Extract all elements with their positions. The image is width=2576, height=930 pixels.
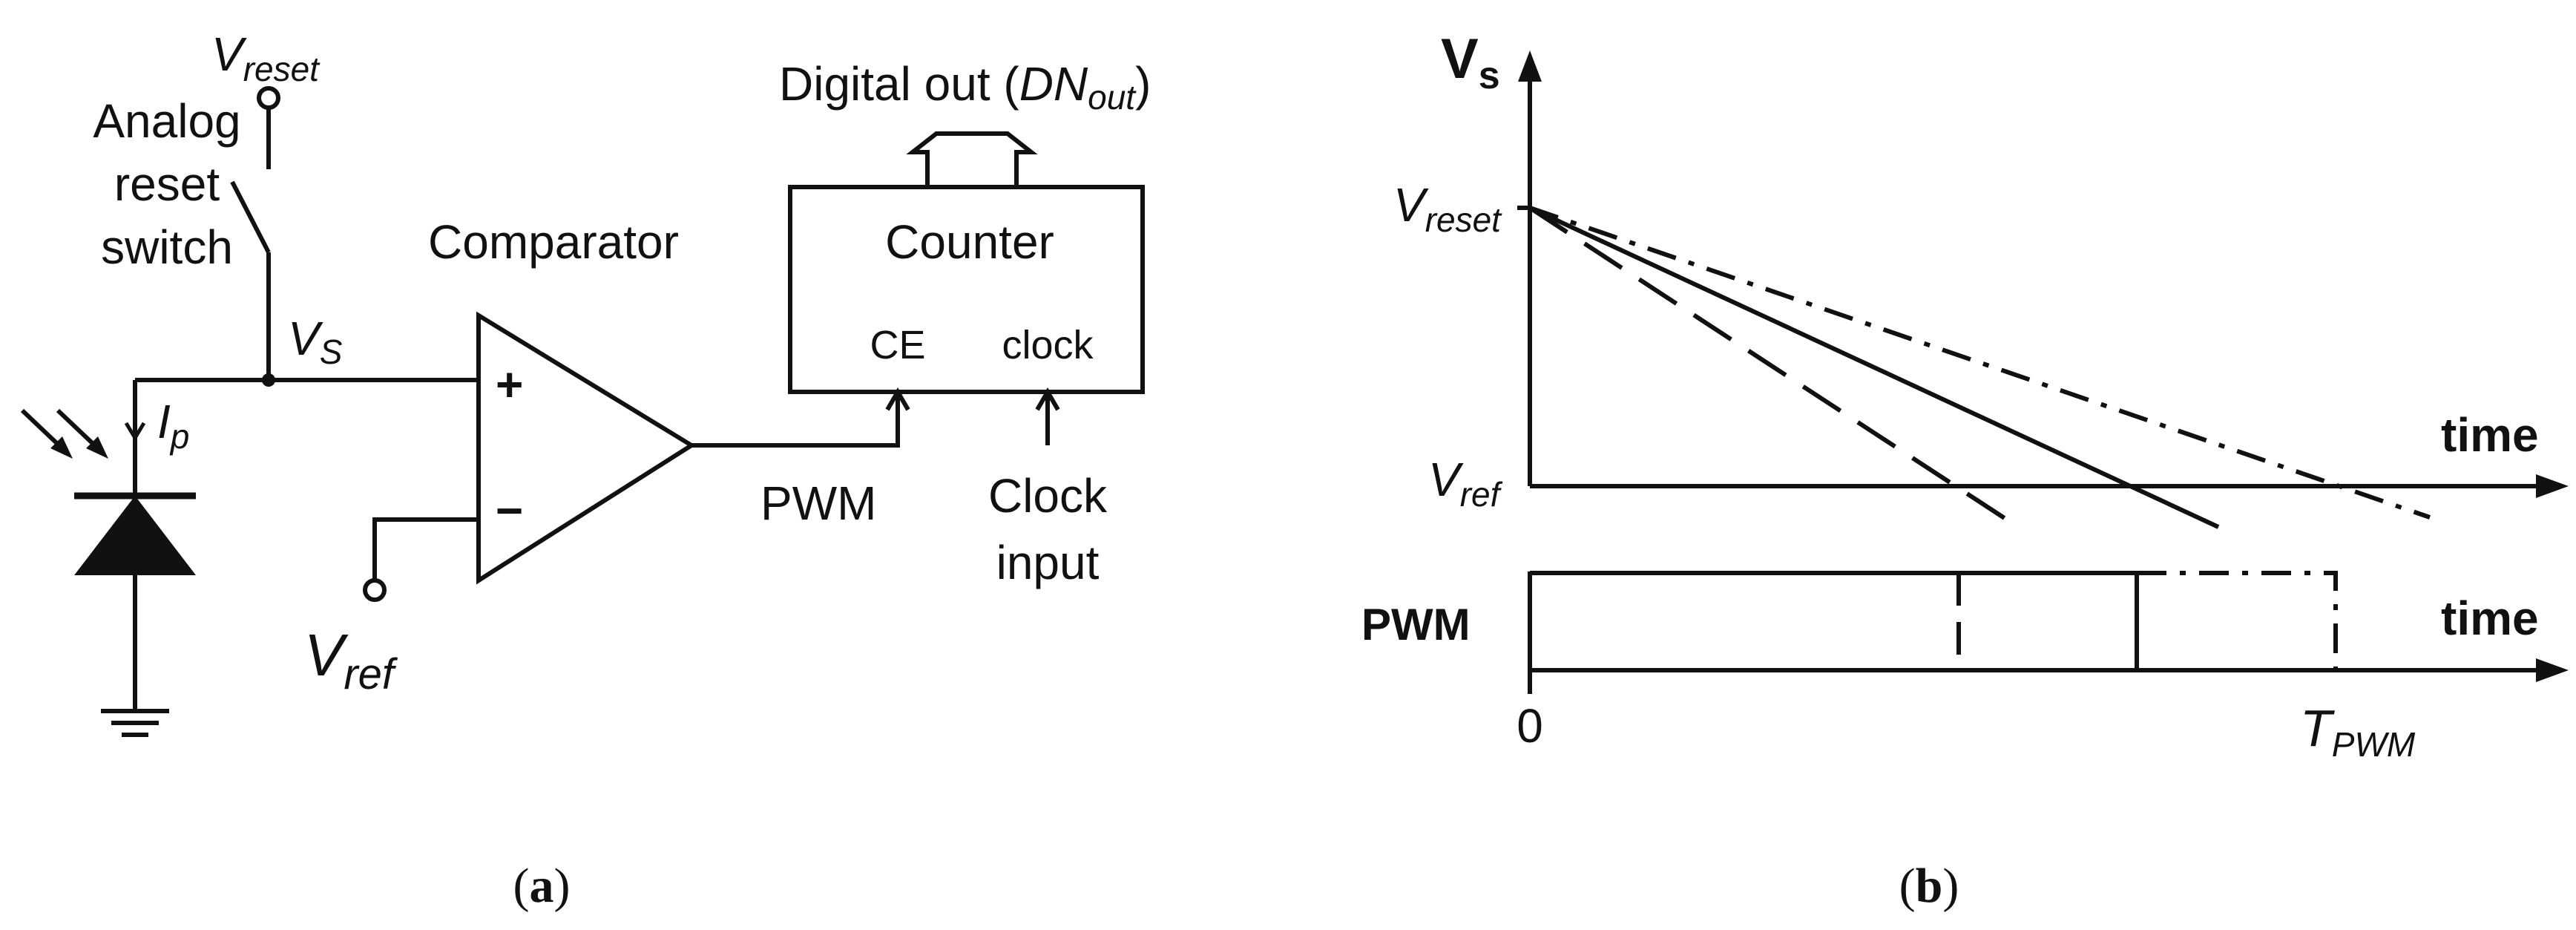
ramp-dashed — [1528, 206, 2020, 529]
ce-label: CE — [870, 323, 925, 367]
light-arrows-icon — [20, 408, 108, 459]
vref-label: Vref — [304, 622, 398, 698]
time-axis-label-bottom: time — [2441, 592, 2539, 645]
vs-y-axis-arrowhead — [1518, 50, 1542, 82]
pwm-axis-label: PWM — [1361, 600, 1471, 649]
vref-axis-label: Vref — [1428, 453, 1503, 514]
comparator-plus-sign: + — [496, 358, 523, 411]
top-time-axis-arrowhead — [2536, 474, 2569, 498]
ip-label: Ip — [157, 395, 189, 456]
vref-terminal — [363, 578, 387, 602]
bottom-time-axis-arrowhead — [2536, 658, 2569, 682]
switch-label-line-2: reset — [114, 157, 220, 211]
reset-switch-blade — [230, 180, 271, 254]
photodiode-triangle — [74, 496, 196, 575]
clock-input-label-line-1: Clock — [988, 469, 1108, 523]
pwm-dashed-pulse-edge — [1956, 573, 2137, 672]
pwm-dash-dot-pulse — [2137, 571, 2338, 670]
vs-node-dot — [262, 373, 275, 387]
switch-label-line-3: switch — [101, 220, 233, 274]
ramp-dash-dot — [1529, 206, 2431, 520]
clock-arrow-icon — [1035, 387, 1060, 411]
vreset-label: Vreset — [211, 27, 321, 88]
pwm-signal-label: PWM — [760, 477, 876, 530]
counter-block — [788, 185, 1145, 394]
digital-out-arrow-icon — [906, 131, 1038, 187]
vs-axis-label: Vs — [1441, 27, 1500, 97]
comparator-label: Comparator — [428, 215, 679, 269]
panel-a-circuit: Vreset Analog reset switch VS Ip — [20, 27, 1151, 913]
pwm-output-wire — [691, 396, 900, 448]
digital-out-label: Digital out (DNout) — [779, 57, 1151, 117]
vreset-terminal — [257, 86, 280, 110]
caption-b: (b) — [1899, 859, 1959, 913]
ip-current-arrow — [124, 422, 146, 442]
clock-input-label-line-2: input — [996, 536, 1100, 589]
caption-a: (a) — [513, 859, 571, 913]
ramp-solid — [1528, 206, 2220, 529]
comparator-minus-sign: − — [496, 484, 523, 537]
tpwm-label: TPWM — [2300, 699, 2416, 764]
vs-label: VS — [288, 312, 343, 371]
origin-label: 0 — [1517, 699, 1543, 753]
vreset-axis-label: Vreset — [1393, 178, 1502, 239]
clock-pin-label: clock — [1002, 323, 1094, 367]
vref-wire — [372, 517, 479, 580]
comparator-triangle — [476, 311, 696, 585]
ground-icon — [101, 709, 169, 737]
time-axis-label-top: time — [2441, 408, 2539, 462]
counter-label: Counter — [885, 215, 1054, 269]
switch-label-line-1: Analog — [93, 94, 240, 148]
panel-b-waveforms: Vs Vreset Vref time PWM time 0 TPWM — [1361, 27, 2569, 913]
